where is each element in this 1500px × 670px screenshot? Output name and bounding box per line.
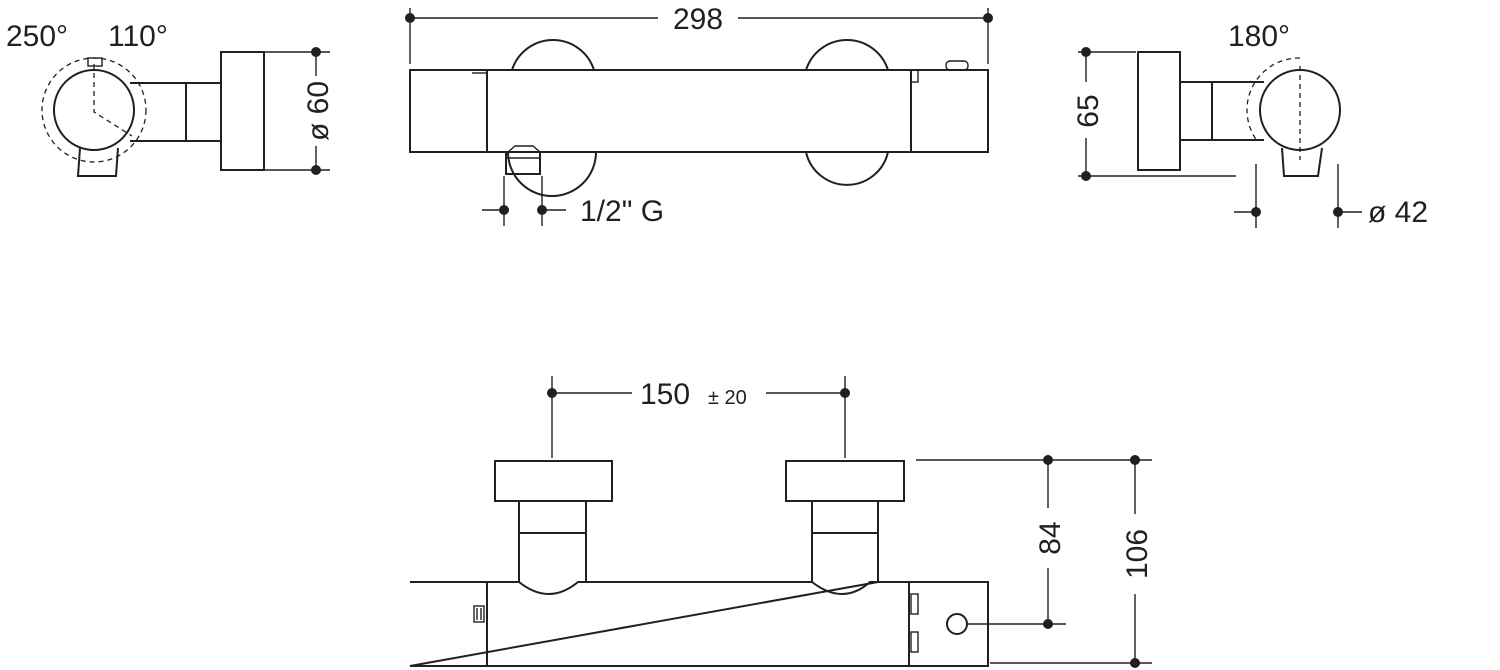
scale-marker-top — [910, 593, 919, 615]
top-view-bottom: 150 ± 20 84 106 — [409, 370, 1154, 668]
label-wall-offset: 65 — [1072, 94, 1105, 127]
left-angle-indicator — [93, 64, 133, 137]
label-right-rotation: 180° — [1228, 20, 1290, 53]
label-handle-diameter: ø 42 — [1368, 196, 1428, 229]
outlet-circle — [946, 613, 968, 635]
right-wall-connector — [785, 460, 905, 502]
label-left-rotation: 250° — [6, 20, 68, 53]
left-wall-connector — [494, 460, 613, 502]
right-inlet-pipe — [1179, 81, 1213, 141]
handle-bottom-right — [805, 151, 889, 186]
handle-bottom-left — [507, 151, 597, 197]
label-left-stop: 110° — [108, 20, 168, 53]
right-s-union — [811, 501, 879, 595]
label-inlet-depth: 84 — [1034, 521, 1067, 554]
left-wall-flange — [220, 51, 265, 171]
handle-top-right — [805, 38, 889, 71]
mixer-body — [409, 69, 989, 153]
safety-button — [473, 605, 485, 623]
handle-top-left — [511, 38, 595, 71]
right-outlet-nozzle — [1281, 147, 1323, 177]
label-total-depth: 106 — [1121, 529, 1154, 579]
left-handle-circle — [53, 69, 135, 151]
outlet-connector — [505, 152, 541, 175]
left-outlet-nozzle — [76, 147, 119, 177]
mixer-body-top — [409, 581, 989, 667]
left-inlet-pipe — [185, 82, 222, 142]
scale-marker-bottom — [910, 631, 919, 653]
front-view-top: 298 1/2" G — [405, 0, 993, 228]
right-side-view: 65 ø 42 180° — [1070, 20, 1428, 229]
right-rotation-range — [1246, 57, 1301, 143]
label-body-length: 298 — [673, 3, 723, 36]
temperature-stop-button — [945, 60, 969, 71]
label-outlet-thread: 1/2" G — [580, 195, 664, 228]
right-wall-flange — [1137, 51, 1181, 171]
left-s-union — [518, 501, 587, 595]
scale-marker — [910, 69, 919, 83]
label-inlet-tolerance: ± 20 — [708, 387, 747, 409]
label-body-diameter: ø 60 — [302, 81, 335, 141]
label-inlet-spacing: 150 — [640, 378, 690, 411]
left-handle-notch — [87, 57, 103, 67]
left-side-view: ø 60 250° 110° — [6, 20, 335, 177]
